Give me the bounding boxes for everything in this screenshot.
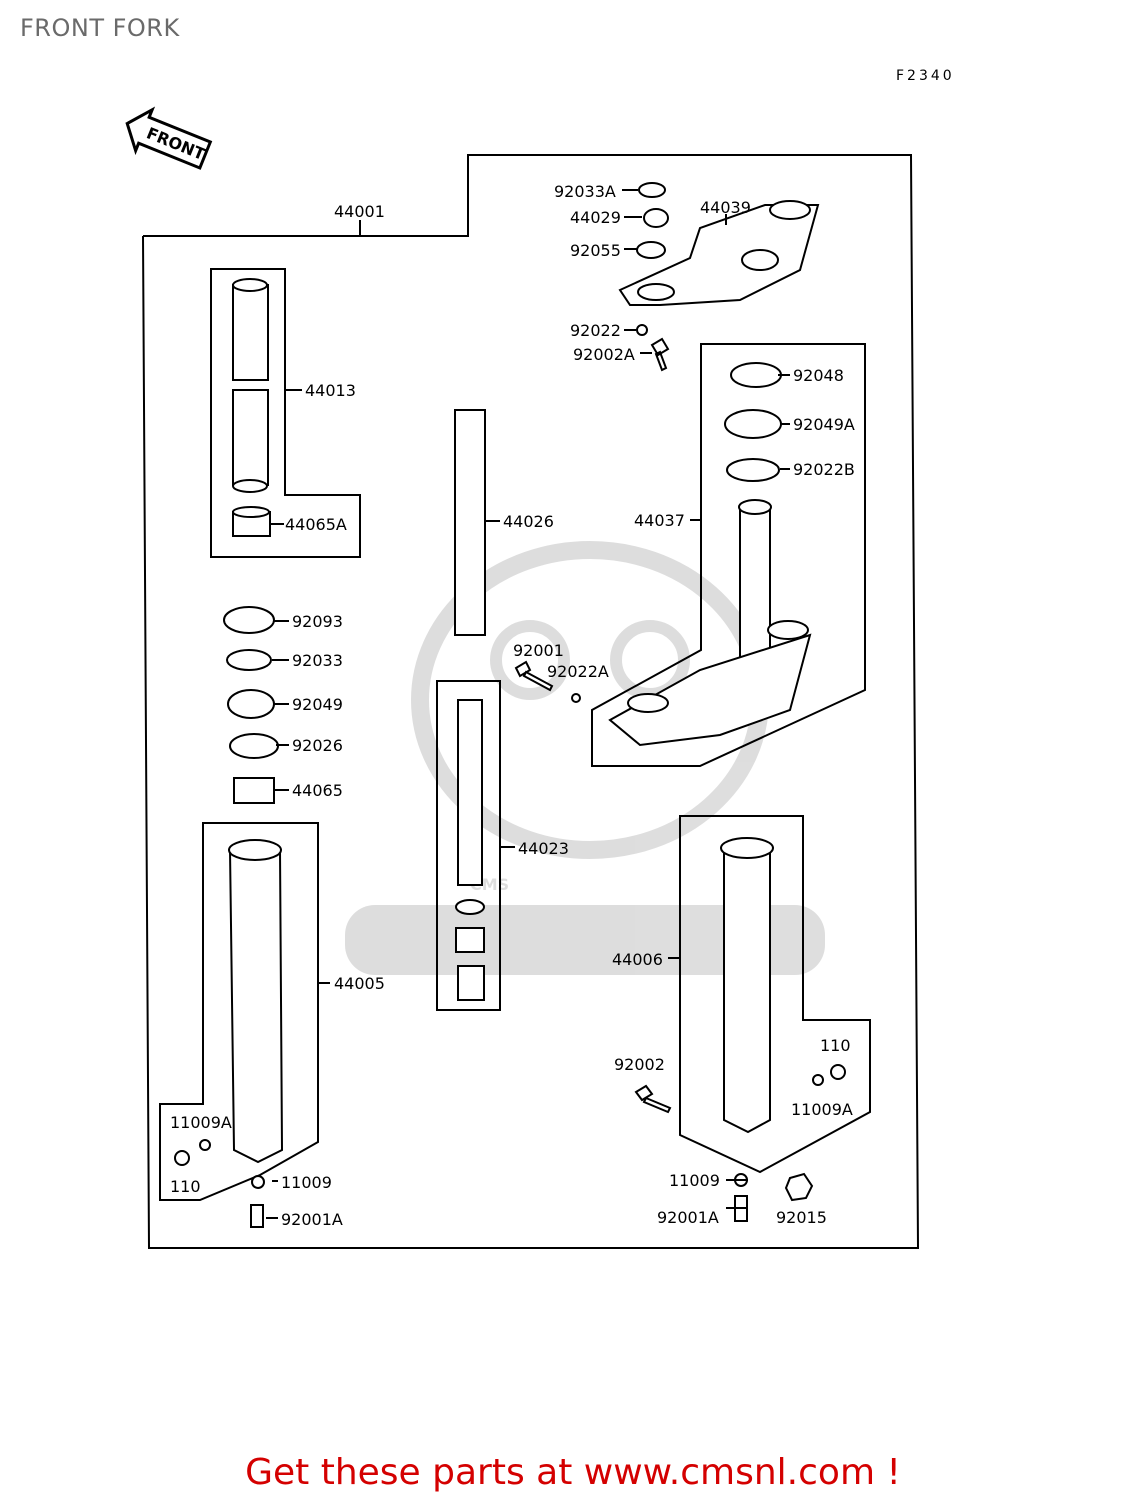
tube-lower — [232, 389, 269, 486]
front-arrow-icon: FRONT — [125, 106, 213, 170]
label-92049A: 92049A — [793, 415, 855, 434]
label-44039: 44039 — [700, 198, 751, 217]
leader-lines — [266, 189, 790, 1219]
washer-11009A-right — [812, 1074, 824, 1086]
top-bracket — [618, 204, 820, 306]
subframe-44037 — [591, 343, 866, 767]
label-92001: 92001 — [513, 641, 564, 660]
label-44013: 44013 — [305, 381, 356, 400]
label-92001A-right: 92001A — [657, 1208, 719, 1227]
bolt-92001A-left — [250, 1204, 264, 1228]
washer-92022A — [571, 693, 581, 703]
label-92002A: 92002A — [573, 345, 635, 364]
bolt-92001 — [514, 660, 554, 692]
label-44005: 44005 — [334, 974, 385, 993]
top-bracket-hole-right — [741, 249, 779, 271]
bolt-92002 — [634, 1084, 672, 1114]
label-11009A-left: 11009A — [170, 1113, 232, 1132]
label-92015: 92015 — [776, 1208, 827, 1227]
spring-44026 — [454, 409, 486, 636]
label-92033: 92033 — [292, 651, 343, 670]
subframe-44005 — [159, 822, 319, 1201]
lower-bracket — [608, 633, 812, 747]
page-title: FRONT FORK — [20, 14, 180, 42]
label-11009A-right: 11009A — [791, 1100, 853, 1119]
label-92049: 92049 — [292, 695, 343, 714]
promo-link[interactable]: Get these parts at www.cmsnl.com ! — [245, 1452, 901, 1493]
top-bracket-hole-left — [637, 283, 675, 301]
damper-rod-44023 — [457, 699, 483, 886]
nut-92015 — [784, 1172, 814, 1202]
washer-11009-left — [251, 1175, 265, 1189]
label-11009-left: 11009 — [281, 1173, 332, 1192]
assembly-frame — [142, 154, 920, 1249]
washer-92026 — [229, 733, 279, 759]
label-92048: 92048 — [793, 366, 844, 385]
washer-11009A-left — [199, 1139, 211, 1151]
label-11009-right: 11009 — [669, 1171, 720, 1190]
label-44029: 44029 — [570, 208, 621, 227]
outer-tube-44006 — [723, 847, 771, 1134]
bushing-44065 — [233, 777, 275, 804]
label-92022: 92022 — [570, 321, 621, 340]
label-44023: 44023 — [518, 839, 569, 858]
washer-92022 — [636, 324, 648, 336]
part-drawings — [174, 182, 846, 1228]
label-110-left: 110 — [170, 1177, 201, 1196]
label-92033A: 92033A — [554, 182, 616, 201]
subframe-44006 — [679, 815, 871, 1174]
top-bracket-hole-top — [769, 200, 811, 220]
lower-bracket-hole-right — [767, 620, 809, 640]
cap-44029 — [643, 208, 669, 228]
label-92002: 92002 — [614, 1055, 665, 1074]
subframe-44013 — [210, 268, 361, 558]
bolt-110-left — [174, 1150, 190, 1166]
label-92093: 92093 — [292, 612, 343, 631]
label-44006: 44006 — [612, 950, 663, 969]
tube-upper — [232, 284, 269, 381]
lower-bracket-hole — [627, 693, 669, 713]
bolt-92002A — [650, 337, 670, 372]
washer-92022B — [726, 458, 780, 482]
seal-92093 — [223, 606, 275, 634]
label-44065: 44065 — [292, 781, 343, 800]
label-44001: 44001 — [334, 202, 385, 221]
label-92022A: 92022A — [547, 662, 609, 681]
watermark-url: WWW.CMSNL.COM — [370, 940, 538, 959]
seal-92049A — [724, 409, 782, 439]
label-44026: 44026 — [503, 512, 554, 531]
clip-92033 — [226, 649, 272, 671]
label-92022B: 92022B — [793, 460, 855, 479]
label-92055: 92055 — [570, 241, 621, 260]
part-labels: 44001 92033A 44029 44039 92055 92022 920… — [170, 182, 855, 1229]
outer-tube-44005 — [228, 849, 284, 1164]
seal-92049 — [227, 689, 275, 719]
label-92026: 92026 — [292, 736, 343, 755]
label-92001A-left: 92001A — [281, 1210, 343, 1229]
race-92048 — [730, 362, 782, 388]
oring-92055 — [636, 241, 666, 259]
oring-92033A — [638, 182, 666, 198]
label-110-right: 110 — [820, 1036, 851, 1055]
label-44065A: 44065A — [285, 515, 347, 534]
subframe-44023 — [436, 680, 501, 1011]
label-44037: 44037 — [634, 511, 685, 530]
bolt-110-right — [830, 1064, 846, 1080]
figure-code: F2340 — [896, 68, 955, 84]
